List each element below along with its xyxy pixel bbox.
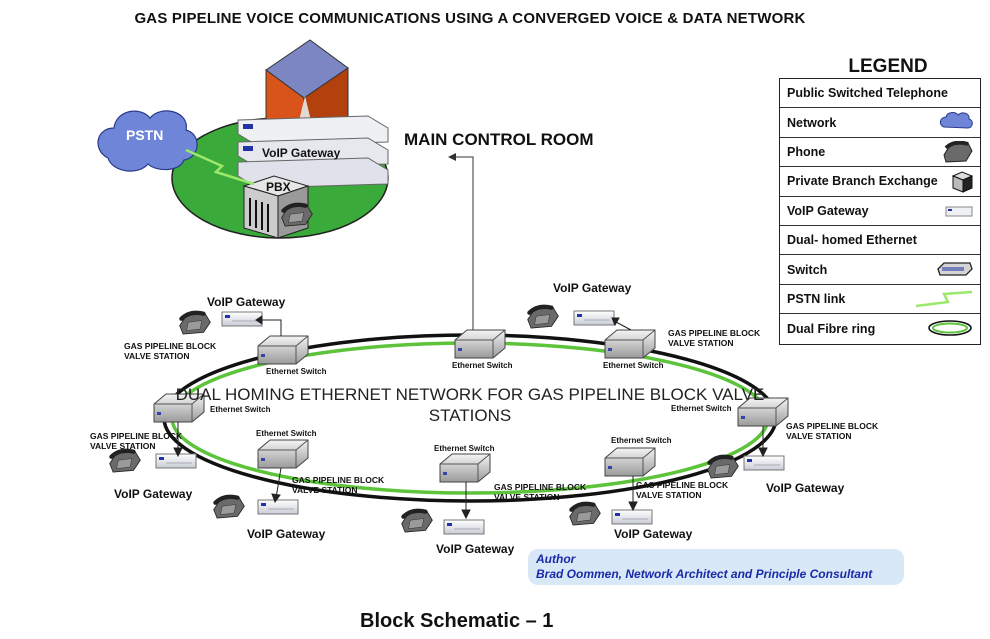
phone-icon xyxy=(943,140,973,163)
legend-item-label: Dual- homed Ethernet xyxy=(787,233,917,248)
lightning-link-icon xyxy=(915,290,973,307)
legend-item: VoIP Gateway xyxy=(780,197,980,226)
switch-label: Ethernet Switch xyxy=(671,404,732,413)
cloud-icon xyxy=(939,112,973,129)
legend-item-label: Phone xyxy=(787,144,826,159)
author-heading: Author xyxy=(536,552,576,566)
gateway-label: VoIP Gateway xyxy=(436,542,515,556)
legend-item: PSTN link xyxy=(780,285,980,315)
legend-item: Dual Fibre ring xyxy=(780,314,980,343)
gateway-icon xyxy=(945,206,973,217)
switch-label: Ethernet Switch xyxy=(452,361,513,370)
gateway-label: VoIP Gateway xyxy=(207,295,286,309)
author-box: Author Brad Oommen, Network Architect an… xyxy=(528,549,904,585)
legend-item-label: Private Branch Exchange xyxy=(787,174,938,189)
station-label: GAS PIPELINE BLOCK VALVE STATION xyxy=(292,475,385,495)
legend-item-label: Network xyxy=(787,115,837,130)
station-label: GAS PIPELINE BLOCK VALVE STATION xyxy=(786,421,879,441)
pbx-label: PBX xyxy=(266,180,291,194)
station-label: GAS PIPELINE BLOCK VALVE STATION xyxy=(494,482,587,502)
station-label: GAS PIPELINE BLOCK VALVE STATION xyxy=(90,431,183,451)
station-label: GAS PIPELINE BLOCK VALVE STATION xyxy=(668,328,761,348)
pstn-cloud-label: PSTN xyxy=(126,127,164,143)
ring-icon xyxy=(928,320,972,336)
legend-item: Network xyxy=(780,108,980,138)
legend-title: LEGEND xyxy=(848,56,928,77)
legend-item-label: Dual Fibre ring xyxy=(787,321,876,336)
legend-item: Dual- homed Ethernet xyxy=(780,226,980,256)
figure-caption: Block Schematic – 1 xyxy=(360,610,554,632)
station-label: GAS PIPELINE BLOCK VALVE STATION xyxy=(124,341,217,361)
legend-item: Public Switched Telephone xyxy=(780,79,980,109)
main-control-room-label: MAIN CONTROL ROOM xyxy=(404,130,594,149)
page-title: GAS PIPELINE VOICE COMMUNICATIONS USING … xyxy=(134,10,806,27)
legend-item: Switch xyxy=(780,255,980,285)
switch-label: Ethernet Switch xyxy=(434,444,495,453)
switch-label: Ethernet Switch xyxy=(603,361,664,370)
switch-label: Ethernet Switch xyxy=(611,436,672,445)
switch-label: Ethernet Switch xyxy=(266,367,327,376)
pbx-cube-icon xyxy=(952,171,974,193)
legend-item-label: Switch xyxy=(787,262,828,277)
legend-item-label: PSTN link xyxy=(787,291,846,306)
author-name: Brad Oommen, Network Architect and Princ… xyxy=(536,567,873,581)
switch-icon xyxy=(937,262,973,276)
gateway-label: VoIP Gateway xyxy=(247,527,326,541)
switch-label: Ethernet Switch xyxy=(256,429,317,438)
legend-item: Private Branch Exchange xyxy=(780,167,980,197)
hq-gateway-label: VoIP Gateway xyxy=(262,146,341,160)
legend-item-label: Public Switched Telephone xyxy=(787,86,948,101)
legend-item-label: VoIP Gateway xyxy=(787,203,869,218)
gateway-label: VoIP Gateway xyxy=(766,481,845,495)
gateway-label: VoIP Gateway xyxy=(114,487,193,501)
gateway-label: VoIP Gateway xyxy=(614,527,693,541)
ring-network-text: DUAL HOMING ETHERNET NETWORK FOR GAS PIP… xyxy=(175,385,765,425)
station-label: GAS PIPELINE BLOCK VALVE STATION xyxy=(636,480,729,500)
legend: Public Switched Telephone Network Phone … xyxy=(779,78,981,345)
gateway-label: VoIP Gateway xyxy=(553,281,632,295)
switch-label: Ethernet Switch xyxy=(210,405,271,414)
legend-item: Phone xyxy=(780,138,980,168)
